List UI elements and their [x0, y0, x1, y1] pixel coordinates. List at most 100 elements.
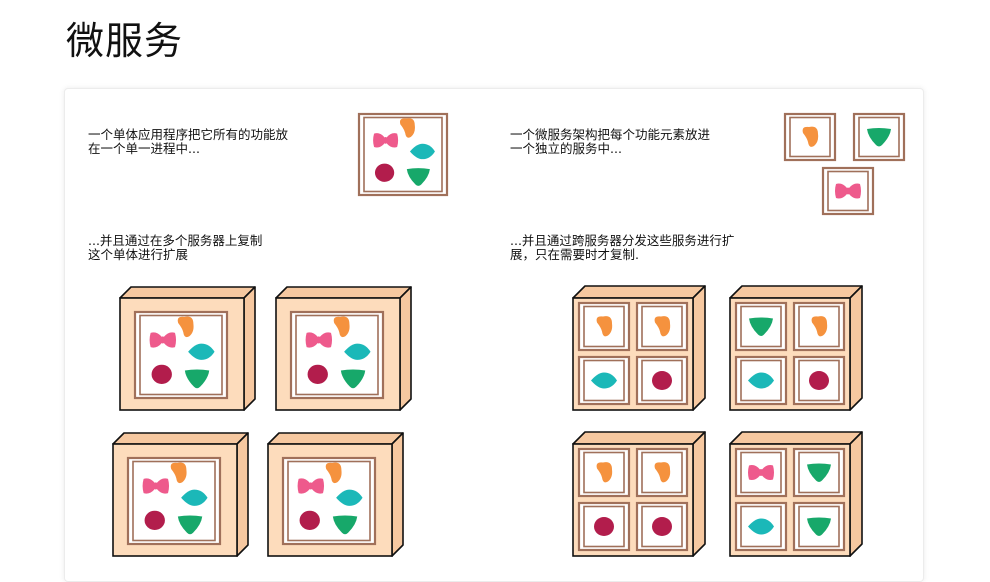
- function-element: [336, 489, 363, 506]
- microservice: [821, 166, 875, 216]
- page-title: 微服务: [66, 19, 184, 63]
- crimson-circle-shape: [652, 371, 672, 390]
- green-triangle-shape: [749, 317, 773, 336]
- orange-blob-shape: [654, 462, 671, 483]
- function-element: [184, 369, 210, 389]
- function-element: [652, 371, 672, 390]
- monolith-replica: [289, 310, 385, 400]
- function-element: [305, 332, 333, 348]
- server-side: [692, 431, 706, 557]
- microservice-instance: [577, 501, 631, 552]
- function-element: [749, 317, 773, 336]
- green-triangle-shape: [807, 463, 831, 482]
- orange-blob-shape: [654, 316, 671, 337]
- teal-diamond-shape: [748, 372, 774, 389]
- teal-diamond-shape: [591, 372, 617, 389]
- server-side: [399, 286, 412, 411]
- green-triangle-shape: [184, 369, 210, 389]
- function-element: [591, 372, 617, 389]
- orange-blob-shape: [399, 118, 415, 138]
- function-element: [170, 462, 187, 484]
- function-element: [149, 332, 177, 348]
- micro-scale-caption: ...并且通过跨服务器分发这些服务进行扩 展，只在需要时才复制.: [510, 233, 735, 262]
- server-side: [692, 285, 706, 411]
- crimson-circle-shape: [151, 364, 172, 385]
- frame-inner: [798, 451, 840, 494]
- green-triangle-shape: [867, 128, 891, 147]
- function-element: [297, 478, 325, 494]
- microservice-instance: [792, 501, 846, 552]
- monolith-replica: [281, 456, 377, 546]
- function-element: [142, 478, 170, 494]
- monolith-replica: [126, 456, 222, 546]
- microservice-instance: [635, 501, 689, 552]
- server-side: [391, 432, 404, 557]
- microservice-instance: [734, 355, 788, 406]
- crimson-circle-shape: [652, 517, 672, 536]
- function-element: [340, 369, 366, 389]
- function-element: [802, 126, 819, 147]
- microservice-instance: [635, 447, 689, 498]
- green-triangle-shape: [807, 517, 831, 536]
- pink-bowtie-shape: [305, 332, 333, 348]
- micro-intro-caption: 一个微服务架构把每个功能元素放进 一个独立的服务中...: [510, 127, 711, 156]
- teal-diamond-shape: [188, 343, 215, 360]
- microservice-instance: [734, 301, 788, 352]
- pink-bowtie-shape: [835, 183, 861, 199]
- function-element: [399, 118, 415, 138]
- function-element: [811, 316, 828, 337]
- orange-blob-shape: [177, 316, 194, 338]
- frame-inner: [641, 505, 683, 548]
- crimson-circle-shape: [809, 371, 829, 390]
- monolith-scale-caption: ...并且通过在多个服务器上复制 这个单体进行扩展: [88, 233, 263, 262]
- function-element: [181, 489, 208, 506]
- function-element: [406, 168, 430, 186]
- server-top: [119, 286, 256, 299]
- crimson-circle-shape: [374, 163, 395, 182]
- server-top: [729, 431, 863, 445]
- orange-blob-shape: [811, 316, 828, 337]
- microservice-instance: [635, 301, 689, 352]
- function-element: [807, 463, 831, 482]
- function-element: [654, 316, 671, 337]
- teal-diamond-shape: [336, 489, 363, 506]
- microservice-instance: [577, 301, 631, 352]
- server-side: [243, 286, 256, 411]
- function-element: [594, 517, 614, 536]
- function-element: [299, 510, 320, 531]
- function-element: [373, 133, 399, 148]
- function-element: [144, 510, 165, 531]
- microservice-instance: [734, 501, 788, 552]
- microservice-instance: [635, 355, 689, 406]
- orange-blob-shape: [596, 316, 613, 337]
- function-element: [835, 183, 861, 199]
- function-element: [151, 364, 172, 385]
- crimson-circle-shape: [307, 364, 328, 385]
- green-triangle-shape: [340, 369, 366, 389]
- function-element: [333, 316, 350, 338]
- crimson-circle-shape: [144, 510, 165, 531]
- microservice-instance: [734, 447, 788, 498]
- pink-bowtie-shape: [748, 465, 774, 480]
- function-element: [325, 462, 342, 484]
- green-triangle-shape: [177, 515, 203, 535]
- server-side: [849, 285, 863, 411]
- function-element: [332, 515, 358, 535]
- function-element: [596, 462, 613, 483]
- function-element: [807, 517, 831, 536]
- function-element: [177, 316, 194, 338]
- server-top: [267, 432, 404, 445]
- function-element: [307, 364, 328, 385]
- function-element: [867, 128, 891, 147]
- teal-diamond-shape: [409, 143, 435, 160]
- function-element: [748, 518, 774, 535]
- function-element: [748, 372, 774, 389]
- crimson-circle-shape: [299, 510, 320, 531]
- microservice-instance: [792, 355, 846, 406]
- server-side: [236, 432, 249, 557]
- server-top: [275, 286, 412, 299]
- function-element: [374, 163, 395, 182]
- server-top: [112, 432, 249, 445]
- function-element: [177, 515, 203, 535]
